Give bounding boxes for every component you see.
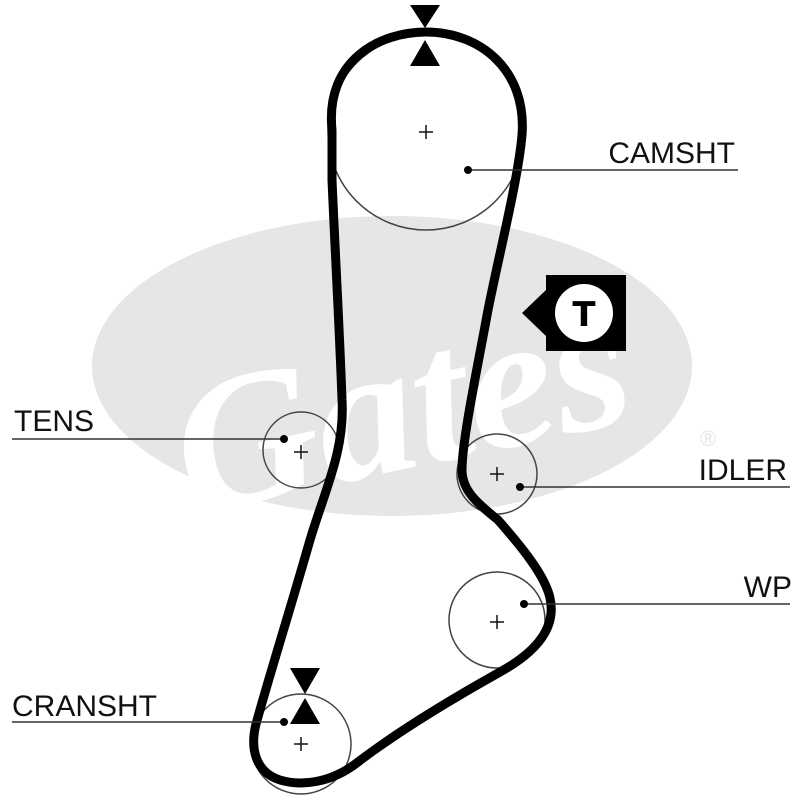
tension-badge-letter: T (572, 295, 596, 335)
leader-dots (280, 166, 528, 726)
water-pump-leader-dot (520, 600, 528, 608)
pulley-centres (294, 125, 504, 751)
label-crankshaft: CRANSHT (12, 690, 157, 723)
watermark-ellipse (92, 216, 692, 516)
tensioner-leader-dot (280, 435, 288, 443)
crankshaft-centre-cross (294, 737, 308, 751)
watermark-registered-mark: ® (700, 426, 716, 451)
camshaft-leader-dot (464, 166, 472, 174)
camshaft-timing-mark (410, 5, 440, 66)
tension-badge: T (522, 275, 626, 351)
gates-watermark: Gates ® (92, 216, 716, 556)
label-camshaft: CAMSHT (608, 137, 735, 170)
label-idler: IDLER (699, 454, 787, 487)
crankshaft-timing-mark (290, 668, 320, 724)
water-pump-centre-cross (490, 615, 504, 629)
tensioner-centre-cross (294, 445, 308, 459)
crankshaft-leader-dot (280, 718, 288, 726)
camshaft-centre-cross (419, 125, 433, 139)
label-water-pump: WP (744, 571, 792, 604)
label-tensioner: TENS (14, 405, 94, 438)
water-pump-pulley (448, 571, 546, 669)
timing-belt (249, 27, 556, 788)
idler-leader-dot (516, 483, 524, 491)
leader-lines (12, 169, 790, 723)
idler-centre-cross (490, 467, 504, 481)
